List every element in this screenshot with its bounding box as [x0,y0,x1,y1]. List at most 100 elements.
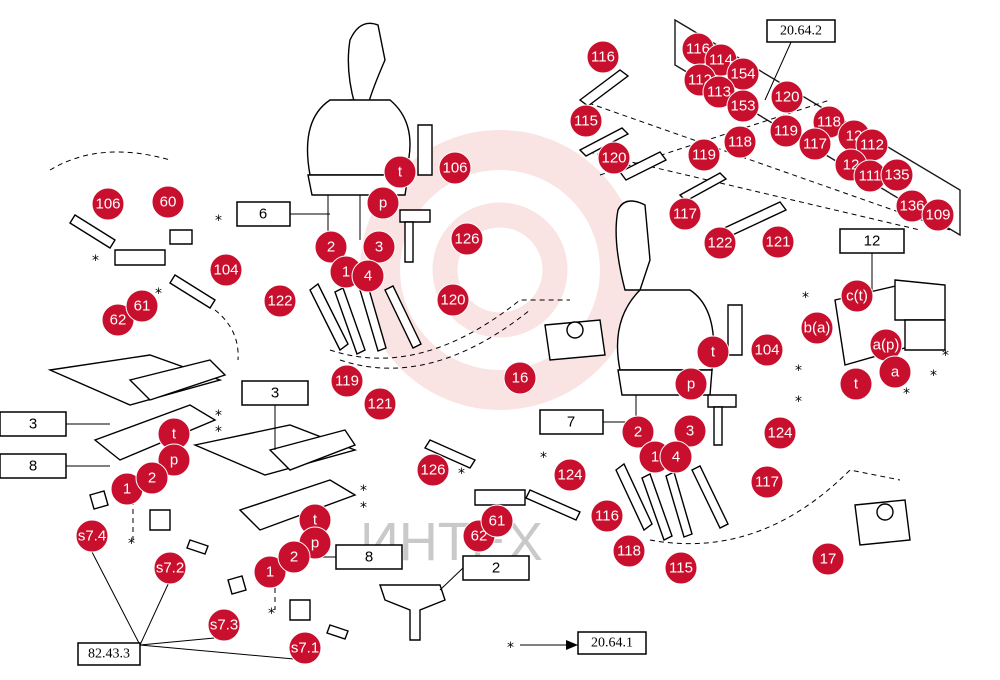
ref-left-box[interactable]: 82.43.3 [77,642,141,666]
callout-2[interactable]: 2 [277,540,311,574]
callout-1[interactable]: 1 [253,555,287,589]
box-label-8-left[interactable]: 8 [0,453,67,479]
box-label-7[interactable]: 7 [539,409,604,435]
callout-2[interactable]: 2 [621,415,655,449]
callout-121[interactable]: 121 [363,387,397,421]
callout-4[interactable]: 4 [659,440,693,474]
callout-117[interactable]: 117 [798,127,832,161]
callout-b-a[interactable]: b(a) [800,311,834,345]
svg-text:p: p [687,376,695,393]
svg-text:2: 2 [492,560,500,577]
svg-text:1: 1 [651,449,659,466]
svg-text:*: * [215,213,222,229]
box-label-6[interactable]: 6 [236,201,291,227]
callout-126[interactable]: 126 [450,222,484,256]
callout-120[interactable]: 120 [770,80,804,114]
callout-117[interactable]: 117 [668,197,702,231]
ref-top-box[interactable]: 20.64.2 [766,19,836,43]
callout-124[interactable]: 124 [553,458,587,492]
callout-3[interactable]: 3 [362,230,396,264]
callout-3[interactable]: 3 [673,414,707,448]
svg-text:1: 1 [342,264,350,281]
callout-116[interactable]: 116 [586,40,620,74]
callout-116[interactable]: 116 [590,499,624,533]
callout-4[interactable]: 4 [351,259,385,293]
svg-text:118: 118 [728,134,752,151]
callout-t[interactable]: t [839,367,873,401]
callout-106[interactable]: 106 [91,187,125,221]
callout-121[interactable]: 121 [761,225,795,259]
svg-text:*: * [903,386,910,402]
callout-120[interactable]: 120 [436,283,470,317]
ref-bottom-box[interactable]: 20.64.1 [577,631,647,655]
callout-a-p[interactable]: a(p) [869,328,903,362]
callout-t[interactable]: t [383,155,417,189]
svg-text:16: 16 [512,370,529,387]
svg-text:*: * [942,348,949,364]
callout-61[interactable]: 61 [480,504,514,538]
callout-106[interactable]: 106 [438,151,472,185]
callout-16[interactable]: 16 [503,361,537,395]
callout-124[interactable]: 124 [763,416,797,450]
svg-text:115: 115 [574,113,598,130]
callout-122[interactable]: 122 [263,284,297,318]
callout-135[interactable]: 135 [880,158,914,192]
callout-120[interactable]: 120 [597,141,631,175]
callout-p[interactable]: p [366,186,400,220]
callout-61[interactable]: 61 [125,289,159,323]
callout-136[interactable]: 136 [895,189,929,223]
joystick-left-assembly [306,22,570,369]
callout-a[interactable]: a [878,355,912,389]
callout-115[interactable]: 115 [569,104,603,138]
callout-60[interactable]: 60 [151,185,185,219]
callout-c-t[interactable]: c(t) [840,279,874,313]
svg-text:114: 114 [709,52,733,69]
box-label-12[interactable]: 12 [839,228,905,254]
callout-109[interactable]: 109 [921,198,955,232]
callout-1[interactable]: 1 [110,472,144,506]
svg-text:p: p [311,535,319,552]
callout-104[interactable]: 104 [750,333,784,367]
box-label-3-left[interactable]: 3 [0,411,67,437]
callout-112[interactable]: 112 [855,128,889,162]
callout-119[interactable]: 119 [687,138,721,172]
svg-text:104: 104 [213,262,238,279]
callout-122[interactable]: 122 [703,226,737,260]
callout-s7-2[interactable]: s7.2 [153,551,187,585]
svg-text:3: 3 [271,385,279,402]
box-label-8-center[interactable]: 8 [335,544,403,570]
callout-153[interactable]: 153 [726,89,760,123]
svg-text:c(t): c(t) [846,288,868,305]
callout-113[interactable]: 113 [702,75,736,109]
callouts: 116 116 114 154 112 113 153 120 115 120 … [75,32,955,665]
callout-115[interactable]: 115 [664,551,698,585]
callout-104[interactable]: 104 [209,253,243,287]
box-label-2[interactable]: 2 [462,555,530,581]
svg-text:17: 17 [820,551,837,568]
box-label-3-center[interactable]: 3 [241,380,309,406]
svg-text:*: * [215,424,222,440]
svg-text:s7.4: s7.4 [78,528,106,545]
callout-126[interactable]: 126 [416,453,450,487]
callout-s7-4[interactable]: s7.4 [75,519,109,553]
svg-text:60: 60 [160,194,177,211]
callout-118[interactable]: 118 [612,534,646,568]
callout-p[interactable]: p [157,443,191,477]
svg-text:121: 121 [765,234,790,251]
callout-s7-1[interactable]: s7.1 [288,631,322,665]
callout-p[interactable]: p [674,367,708,401]
callout-118[interactable]: 118 [723,125,757,159]
callout-154[interactable]: 154 [726,57,760,91]
svg-text:20.64.1: 20.64.1 [591,636,633,651]
callout-t[interactable]: t [696,335,730,369]
callout-2[interactable]: 2 [314,230,348,264]
callout-2[interactable]: 2 [135,461,169,495]
svg-text:117: 117 [803,136,827,153]
svg-text:8: 8 [365,549,373,566]
callout-s7-3[interactable]: s7.3 [207,608,241,642]
callout-17[interactable]: 17 [811,542,845,576]
callout-117[interactable]: 117 [750,465,784,499]
svg-text:113: 113 [707,84,731,101]
callout-119[interactable]: 119 [769,114,803,148]
callout-119[interactable]: 119 [330,364,364,398]
